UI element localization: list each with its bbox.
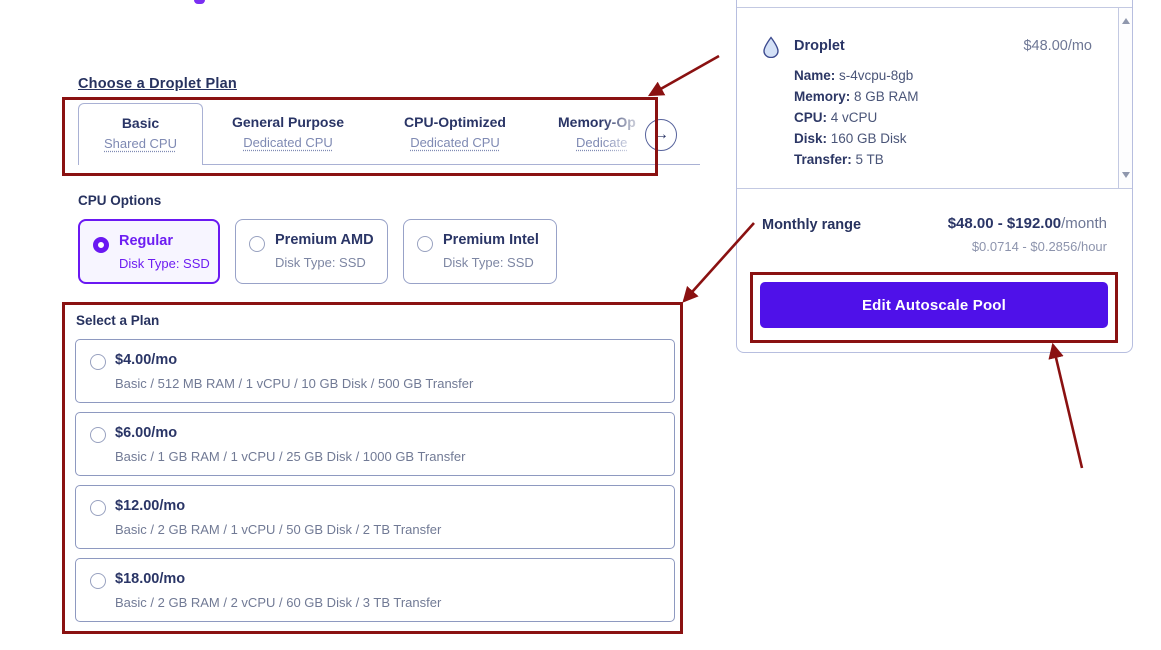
plan-price: $12.00/mo [115,498,186,514]
plan-option-6[interactable]: $6.00/mo Basic / 1 GB RAM / 1 vCPU / 25 … [75,412,675,476]
summary-item-details: Name: s-4vcpu-8gb Memory: 8 GB RAM CPU: … [794,65,919,170]
tab-label: Basic [121,115,160,131]
monthly-range-value: $48.00 - $192.00/month [947,215,1107,232]
plan-option-12[interactable]: $12.00/mo Basic / 2 GB RAM / 1 vCPU / 50… [75,485,675,549]
plan-price: $4.00/mo [115,352,178,368]
radio-unselected-icon[interactable] [417,236,433,252]
tab-general-purpose[interactable]: General Purpose Dedicated CPU [208,103,368,165]
scrollbar[interactable] [1118,8,1132,188]
radio-unselected-icon[interactable] [90,427,106,443]
cpu-option-label: Premium Intel [443,232,539,248]
radio-unselected-icon[interactable] [90,354,106,370]
annotation-box-select-plan [62,302,683,634]
select-plan-heading: Select a Plan [76,313,160,328]
plan-description: Basic / 512 MB RAM / 1 vCPU / 10 GB Disk… [115,376,474,391]
detail-row: Memory: 8 GB RAM [794,89,919,104]
radio-unselected-icon[interactable] [249,236,265,252]
tab-sublabel: Dedicated CPU [243,135,333,150]
tab-cpu-optimized[interactable]: CPU-Optimized Dedicated CPU [375,103,535,165]
tab-label: CPU-Optimized [404,114,506,130]
annotation-box-edit-button [750,272,1118,343]
plan-description: Basic / 1 GB RAM / 1 vCPU / 25 GB Disk /… [115,449,466,464]
cpu-options-heading: CPU Options [78,193,162,208]
summary-item-title: Droplet [794,38,845,54]
hourly-range-value: $0.0714 - $0.2856/hour [971,239,1107,254]
cpu-option-sublabel: Disk Type: SSD [443,255,534,270]
plan-price: $18.00/mo [115,571,186,587]
plan-description: Basic / 2 GB RAM / 2 vCPU / 60 GB Disk /… [115,595,442,610]
cpu-option-regular[interactable]: Regular Disk Type: SSD [78,219,220,284]
detail-row: Disk: 160 GB Disk [794,131,907,146]
tab-sublabel: Dedicated CPU [410,135,500,150]
clipped-link-fragment [194,0,205,4]
plan-description: Basic / 2 GB RAM / 1 vCPU / 50 GB Disk /… [115,522,442,537]
tabstrip-divider [203,164,700,165]
plan-option-4[interactable]: $4.00/mo Basic / 512 MB RAM / 1 vCPU / 1… [75,339,675,403]
cpu-option-premium-intel[interactable]: Premium Intel Disk Type: SSD [403,219,557,284]
annotation-arrow-tabs [647,54,720,97]
tab-sublabel: Shared CPU [104,136,177,151]
annotation-box-tabs [62,97,658,176]
edit-autoscale-pool-button[interactable]: Edit Autoscale Pool [760,282,1108,328]
cpu-option-sublabel: Disk Type: SSD [275,255,366,270]
plan-option-18[interactable]: $18.00/mo Basic / 2 GB RAM / 2 vCPU / 60… [75,558,675,622]
radio-unselected-icon[interactable] [90,500,106,516]
cpu-option-label: Regular [119,233,173,249]
detail-row: Transfer: 5 TB [794,152,884,167]
scroll-down-icon[interactable] [1122,172,1130,178]
detail-row: Name: s-4vcpu-8gb [794,68,914,83]
summary-scroll-area: Droplet $48.00/mo Name: s-4vcpu-8gb Memo… [737,7,1132,189]
scroll-up-icon[interactable] [1122,18,1130,24]
detail-row: CPU: 4 vCPU [794,110,878,125]
cpu-option-sublabel: Disk Type: SSD [119,256,210,271]
tab-basic[interactable]: Basic Shared CPU [78,103,203,165]
annotation-arrow-edit-button [1048,342,1084,469]
cpu-option-premium-amd[interactable]: Premium AMD Disk Type: SSD [235,219,388,284]
plan-price: $6.00/mo [115,425,178,441]
cpu-option-label: Premium AMD [275,232,374,248]
monthly-range-label: Monthly range [762,217,862,233]
choose-plan-heading: Choose a Droplet Plan [78,76,237,92]
summary-item-price: $48.00/mo [1023,38,1092,54]
tab-label: General Purpose [231,114,345,130]
droplet-icon [763,36,779,58]
radio-selected-icon[interactable] [93,237,109,253]
radio-unselected-icon[interactable] [90,573,106,589]
